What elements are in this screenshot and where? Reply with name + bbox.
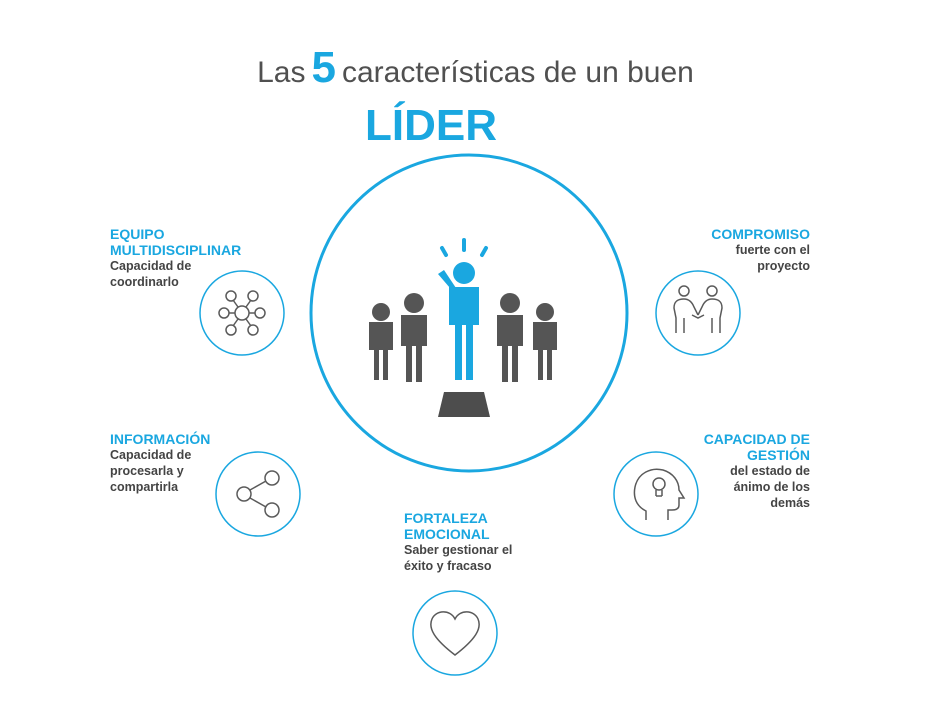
head-lightbulb-icon-circle: [613, 451, 699, 537]
characteristic-fortaleza: FORTALEZA EMOCIONAL Saber gestionar el é…: [404, 510, 604, 574]
title-prefix: Las: [257, 56, 306, 89]
handshake-icon: [673, 285, 723, 333]
characteristic-capacidad: CAPACIDAD DE GESTIÓN del estado de ánimo…: [600, 431, 810, 511]
characteristic-heading: FORTALEZA EMOCIONAL: [404, 510, 490, 542]
characteristic-heading: COMPROMISO: [711, 226, 810, 242]
network-icon: [218, 290, 266, 336]
share-icon-circle: [215, 451, 301, 537]
characteristic-informacion: INFORMACIÓN Capacidad de procesarla y co…: [110, 431, 310, 495]
network-icon-circle: [199, 270, 285, 356]
characteristic-description: Capacidad de procesarla y compartirla: [110, 448, 192, 494]
title-emphasis: LÍDER: [365, 101, 497, 150]
characteristic-heading: INFORMACIÓN: [110, 431, 211, 447]
characteristic-description: Capacidad de coordinarlo: [110, 259, 192, 289]
characteristic-heading: EQUIPO MULTIDISCIPLINAR: [110, 226, 242, 258]
heart-icon: [430, 611, 480, 656]
share-icon: [236, 470, 280, 518]
leader-among-team-icon: [369, 238, 557, 417]
heart-icon-circle: [412, 590, 498, 676]
title-suffix: características de un buen: [341, 56, 694, 89]
characteristic-description: Saber gestionar el éxito y fracaso: [404, 543, 513, 573]
characteristic-compromiso: COMPROMISO fuerte con el proyecto: [600, 226, 810, 274]
characteristic-heading: CAPACIDAD DE GESTIÓN: [703, 431, 810, 463]
head-lightbulb-icon: [633, 468, 686, 520]
characteristic-equipo: EQUIPO MULTIDISCIPLINAR Capacidad de coo…: [110, 226, 310, 290]
characteristic-description: fuerte con el proyecto: [735, 243, 810, 273]
handshake-icon-circle: [655, 270, 741, 356]
characteristic-description: del estado de ánimo de los demás: [730, 464, 810, 510]
central-circle: [309, 153, 629, 473]
title-number: 5: [311, 43, 336, 92]
